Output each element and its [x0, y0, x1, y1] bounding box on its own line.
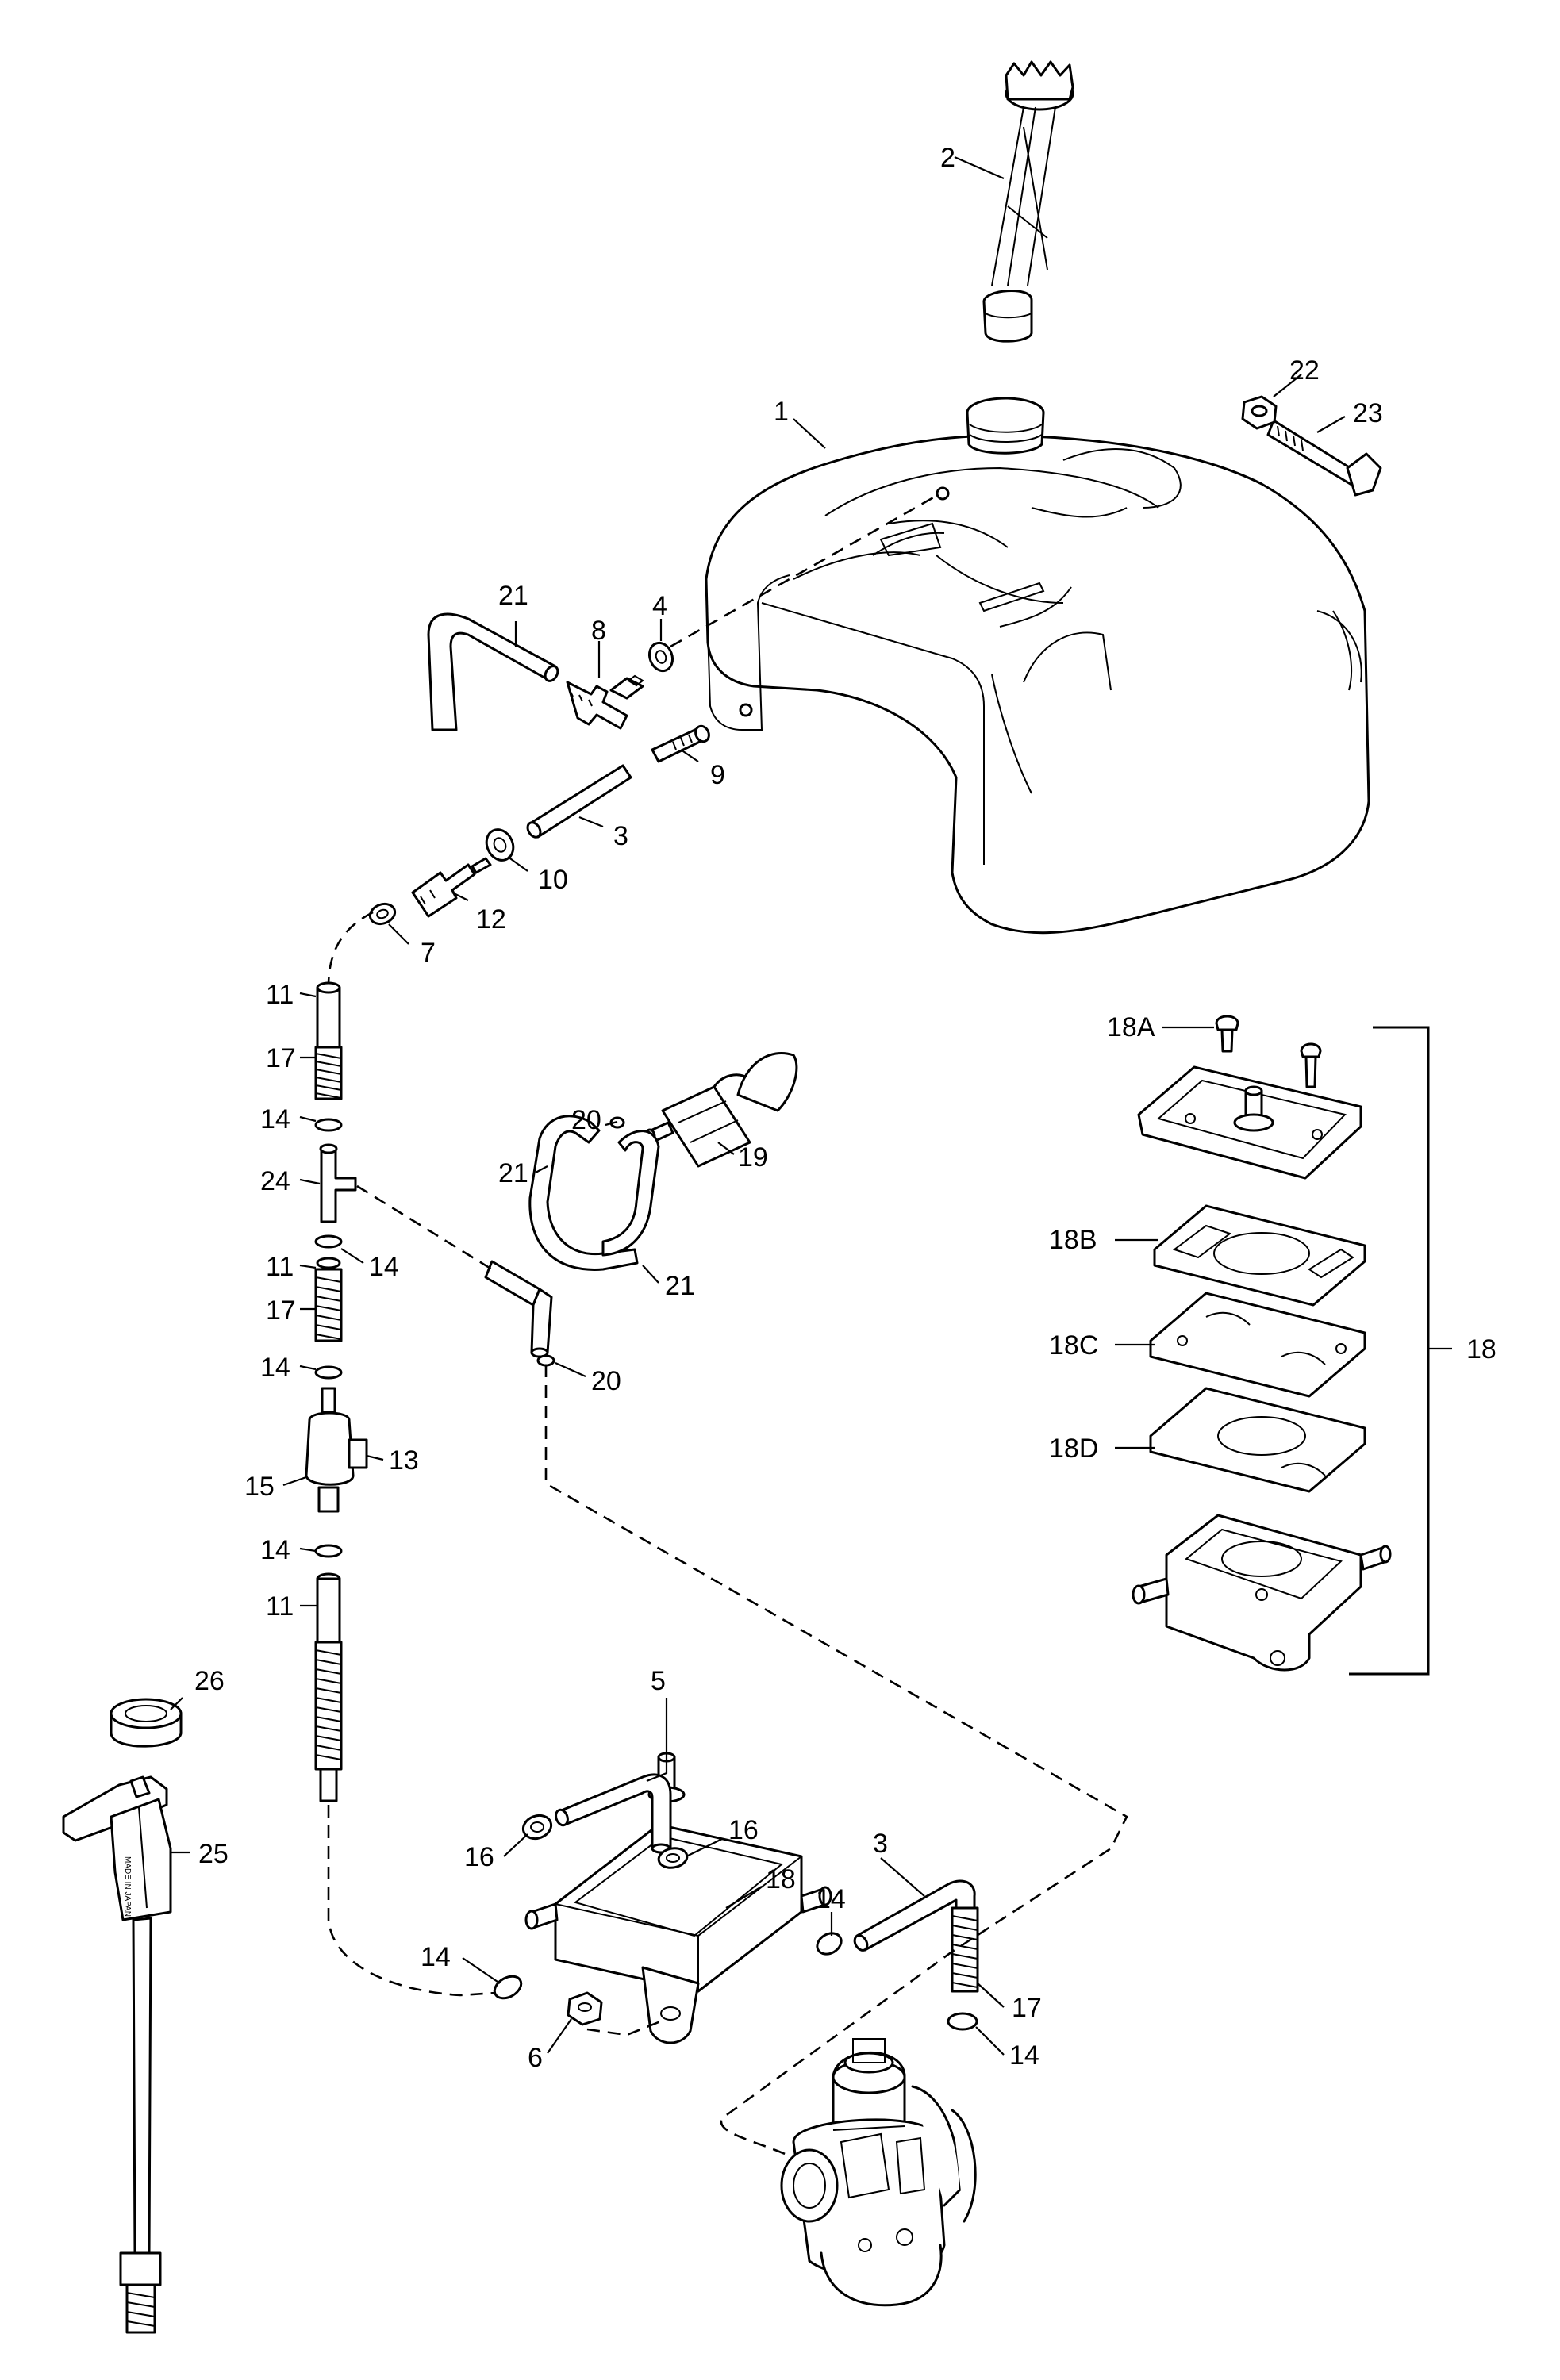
nut-6: [567, 1991, 603, 2026]
clamp-16-left: [521, 1814, 553, 1841]
rod-25: MADE IN JAPAN: [62, 1775, 172, 2334]
callout-3-upper: 3: [613, 821, 628, 851]
clip-7: [368, 902, 397, 926]
grommet-4: [647, 641, 674, 673]
callout-18-right: 18: [1466, 1334, 1497, 1365]
valve-9: [651, 724, 710, 763]
clamp-14-lower-right: [947, 2012, 978, 2031]
leader-lines: [170, 155, 1452, 2056]
callout-18B: 18B: [1049, 1225, 1097, 1255]
callout-14-g: 14: [1009, 2040, 1039, 2071]
callout-15: 15: [244, 1472, 275, 1502]
callout-13: 13: [389, 1445, 419, 1476]
callout-6: 6: [528, 2043, 543, 2073]
callout-1: 1: [774, 397, 789, 427]
hose-3-lower: [853, 1879, 979, 1993]
callout-21-left: 21: [498, 1158, 528, 1188]
stamp-text: MADE IN JAPAN: [123, 1856, 132, 1917]
routing-line-11-to-pump: [327, 1805, 497, 1997]
callout-3-lower: 3: [873, 1829, 888, 1859]
callout-18-lower: 18: [766, 1864, 796, 1894]
bracket-18: [1349, 1026, 1430, 1676]
hose-5: [555, 1773, 672, 1854]
hose-21-upper: [427, 612, 559, 731]
primer-19: [644, 1051, 798, 1168]
bolt-23: [1266, 419, 1382, 497]
fuel-line-left: [305, 981, 368, 1802]
callout-11-bottom: 11: [266, 1591, 294, 1622]
fuel-tank: [705, 397, 1370, 935]
callout-19: 19: [738, 1142, 768, 1173]
callout-16-right: 16: [728, 1815, 759, 1845]
callout-26: 26: [194, 1666, 225, 1696]
hose-3-upper: [526, 764, 632, 839]
callout-14-e: 14: [816, 1884, 846, 1914]
callout-14-f: 14: [421, 1942, 451, 1972]
callout-22: 22: [1289, 355, 1320, 386]
callout-14-b: 14: [369, 1252, 399, 1282]
callout-4: 4: [652, 591, 667, 621]
grommet-10: [485, 828, 515, 862]
callout-20-bottom: 20: [591, 1366, 621, 1396]
fuel-gauge: [982, 60, 1074, 343]
nut-26: [110, 1698, 183, 1748]
callout-21-top: 21: [498, 581, 528, 611]
routing-line-tank-to-4: [670, 494, 937, 648]
clamp-14-lower-mid: [816, 1932, 843, 1956]
fitting-8: [566, 674, 644, 730]
callout-25: 25: [198, 1839, 229, 1869]
callout-14-c: 14: [260, 1353, 290, 1383]
callout-14-d: 14: [260, 1535, 290, 1565]
callout-18D: 18D: [1049, 1434, 1098, 1464]
nut-22: [1241, 395, 1278, 430]
routing-line-7-to-11: [327, 911, 374, 985]
routing-line-24-to-21: [356, 1184, 493, 1271]
svg-text:MADE IN JAPAN: MADE IN JAPAN: [123, 1856, 132, 1917]
callout-2: 2: [940, 143, 955, 173]
callout-17-top: 17: [266, 1043, 296, 1073]
callout-18A: 18A: [1107, 1012, 1155, 1042]
callout-17-lower: 17: [1012, 1993, 1042, 2023]
callout-10: 10: [538, 865, 568, 895]
fitting-12: [411, 857, 492, 918]
callout-20-top: 20: [571, 1105, 601, 1135]
callout-5: 5: [651, 1666, 666, 1696]
callout-11-mid: 11: [266, 1252, 294, 1282]
hose-21-mid: [484, 1115, 660, 1367]
routing-line-6-to-tab: [586, 2017, 667, 2036]
callout-7: 7: [421, 938, 436, 968]
carburetor: [780, 2038, 977, 2307]
callout-21-right: 21: [665, 1271, 695, 1301]
fuel-pump-assembly: [524, 1752, 832, 2044]
callout-11-top: 11: [266, 980, 294, 1010]
callout-14-a: 14: [260, 1104, 290, 1134]
callout-17-mid: 17: [266, 1296, 296, 1326]
fuel-pump-exploded: [1132, 1015, 1392, 1672]
callout-9: 9: [710, 760, 725, 790]
callout-8: 8: [591, 616, 606, 646]
callout-12: 12: [476, 904, 506, 935]
routing-line-20-to-carb: [544, 1365, 1128, 2159]
callout-24: 24: [260, 1166, 290, 1196]
clamp-14-lower-left: [493, 1975, 523, 2000]
callout-18C: 18C: [1049, 1330, 1098, 1361]
callout-23: 23: [1353, 398, 1383, 428]
callout-16-left: 16: [464, 1842, 494, 1872]
